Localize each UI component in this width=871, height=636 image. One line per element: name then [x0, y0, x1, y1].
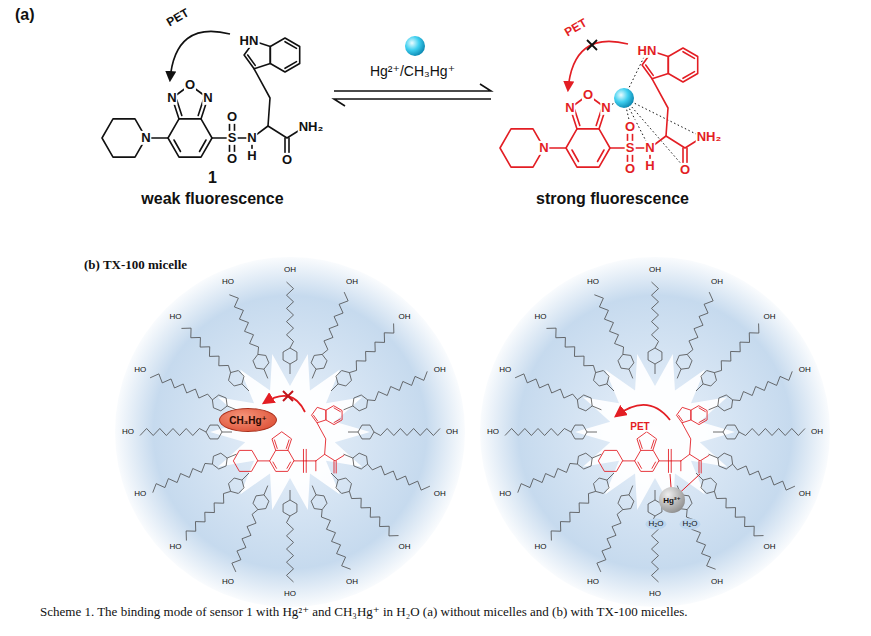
chain-end-label: HO [133, 366, 147, 375]
pet-label: PET [562, 16, 591, 40]
atom-label: N [246, 131, 257, 145]
atom-label: H [644, 159, 655, 173]
atom-label: N [538, 141, 549, 155]
equilibrium-arrow [334, 84, 491, 106]
chain-end-label: HO [221, 577, 235, 586]
chain-end-label: OH [798, 366, 812, 375]
atom-label: H [246, 149, 257, 163]
sensor-structure [102, 31, 303, 160]
chain-end-label: OH [763, 542, 777, 551]
chain-end-label: OH [798, 490, 812, 499]
chain-end-label: HO [133, 490, 147, 499]
atom-label: N [140, 131, 151, 145]
panel-title: (b) TX-100 micelle [83, 258, 188, 272]
edge-label: Hg²⁺/CH₃Hg⁺ [368, 63, 457, 79]
methylmercury-oval: CH₃Hg⁺ [219, 408, 277, 432]
pet-label: PET [629, 421, 650, 432]
harpoon-line [334, 84, 491, 91]
ion-label: CH₃Hg⁺ [229, 415, 267, 427]
atom-label: O [679, 163, 691, 177]
atom-label: O [184, 78, 196, 92]
pet-label: PET [164, 6, 193, 30]
atom-label: HN [637, 44, 658, 58]
chain-end-label: HO [283, 590, 297, 599]
atom-label: NH₂ [298, 120, 325, 134]
chain-end-label: HO [498, 366, 512, 375]
panel-letter: (a) [14, 6, 36, 24]
chain-end-label: OH [648, 266, 662, 275]
complex-structure [500, 40, 701, 170]
atom-label: N [600, 101, 611, 115]
compound-number: 1 [208, 169, 217, 187]
atom-label: N [644, 141, 655, 155]
metal-ion-sphere [405, 36, 425, 56]
chain-end-label: HO [586, 278, 600, 287]
atom-label: O [582, 88, 594, 102]
atom-label: S [625, 141, 636, 155]
harpoon-line [334, 99, 491, 106]
chain-end-label: OH [433, 490, 447, 499]
atom-label: S [227, 131, 238, 145]
surfactant-chains [140, 282, 440, 582]
chain-end-label: OH [710, 577, 724, 586]
chain-end-label: OH [445, 428, 459, 437]
chain-end-label: HO [121, 428, 135, 437]
chain-end-label: HO [168, 313, 182, 322]
chain-end-label: HO [221, 278, 235, 287]
chain-end-label: OH [283, 266, 297, 275]
atom-label: N [202, 91, 213, 105]
atom-label: O [226, 152, 238, 166]
micelle [115, 257, 830, 607]
chain-end-label: OH [710, 278, 724, 287]
atom-label: O [624, 120, 636, 134]
chain-end-label: HO [498, 490, 512, 499]
chain-end-label: HO [533, 542, 547, 551]
chain-end-label: HO [648, 590, 662, 599]
chain-end-label: OH [810, 428, 824, 437]
chain-end-label: HO [586, 577, 600, 586]
chain-end-label: OH [763, 313, 777, 322]
surfactant-chains [505, 282, 805, 582]
chain-end-label: HO [533, 313, 547, 322]
atom-label: NH₂ [696, 130, 723, 144]
water-label: H₂O [679, 519, 700, 530]
chain-end-label: HO [486, 428, 500, 437]
atom-label: O [226, 110, 238, 124]
structure-box: 1 weak fluorescence [95, 12, 330, 212]
atom-label: O [624, 162, 636, 176]
structure-box: strong fluorescence [495, 12, 730, 212]
atom-label: N [564, 101, 575, 115]
figure-caption: Scheme 1. The binding mode of sensor 1 w… [40, 604, 688, 620]
fluorescence-label: strong fluorescence [536, 190, 689, 208]
ion-label: Hg²⁺ [663, 496, 681, 505]
atom-label: O [281, 153, 293, 167]
chain-end-label: HO [168, 542, 182, 551]
chain-end-label: OH [345, 577, 359, 586]
chain-end-label: OH [433, 366, 447, 375]
mercury-sphere: Hg²⁺ [659, 487, 685, 513]
fluorescence-label: weak fluorescence [141, 190, 283, 208]
chain-end-label: OH [398, 313, 412, 322]
chain-end-label: OH [345, 278, 359, 287]
chain-end-label: OH [398, 542, 412, 551]
atom-label: N [166, 91, 177, 105]
water-label: H₂O [645, 519, 666, 530]
atom-label: HN [239, 34, 260, 48]
